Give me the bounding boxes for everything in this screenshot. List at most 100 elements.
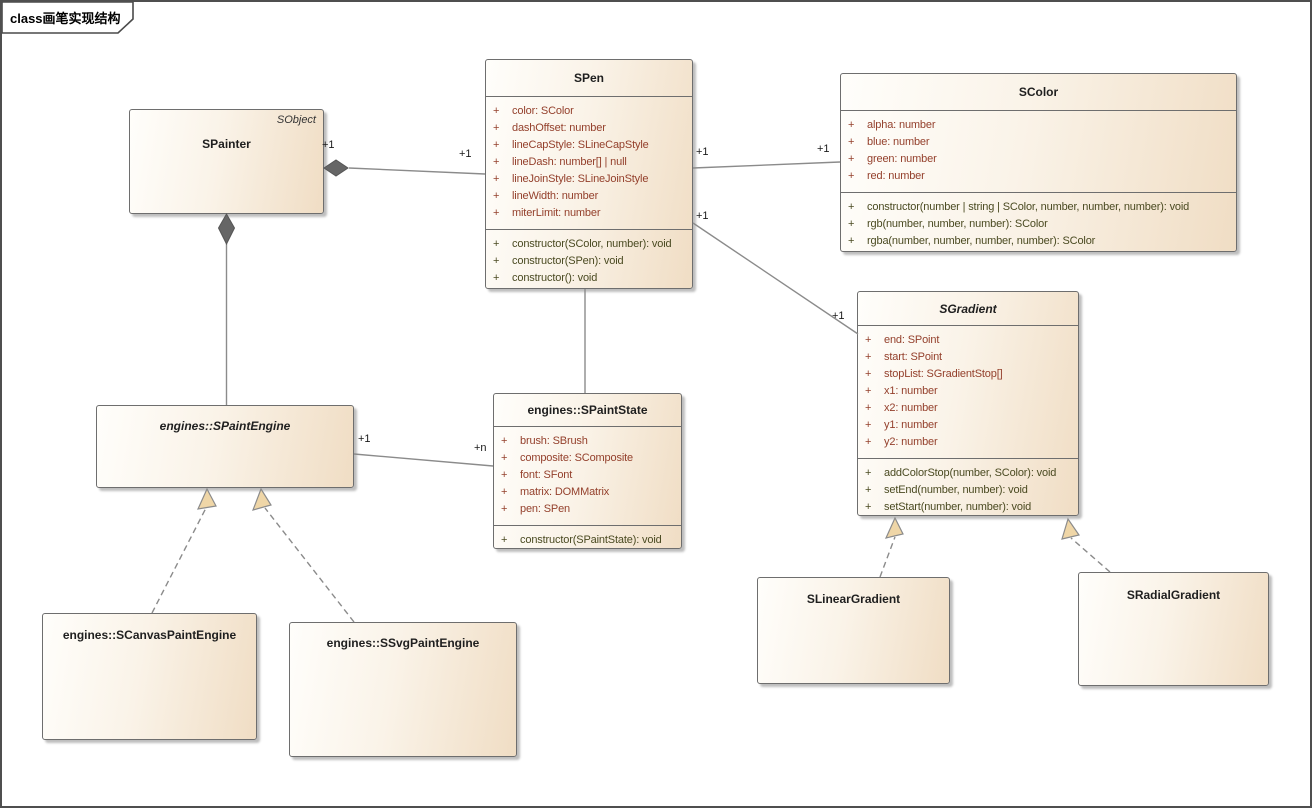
member-row: + composite: SComposite (494, 450, 681, 467)
class-box-scanvaspaintengine[interactable]: engines::SCanvasPaintEngine (42, 613, 257, 740)
composition-diamond-spainter-spen (323, 159, 349, 177)
visibility-marker: + (865, 351, 872, 363)
member-row: +addColorStop(number, SColor): void (858, 465, 1078, 482)
member-text: end: SPoint (884, 334, 940, 346)
visibility-marker: + (865, 467, 872, 479)
class-box-spaintstate[interactable]: engines::SPaintState +brush: SBrush+comp… (493, 393, 682, 549)
member-text: y1: number (884, 419, 938, 431)
member-text: matrix: DOMMatrix (520, 486, 610, 498)
member-text: lineCapStyle: SLineCapStyle (512, 139, 649, 151)
visibility-marker: + (493, 139, 500, 151)
visibility-marker: + (865, 334, 872, 346)
association-spen-scolor[interactable] (692, 161, 841, 169)
visibility-marker: + (501, 534, 508, 546)
visibility-marker: + (493, 122, 500, 134)
member-row: + end: SPoint (858, 332, 1078, 349)
visibility-marker: + (848, 136, 855, 148)
association-spainter-spen[interactable] (348, 167, 486, 175)
generalization-arrow-sradial (1061, 517, 1080, 540)
generalization-arrow-ssvg (252, 487, 272, 511)
member-row: +red: number (841, 168, 1236, 185)
member-row: +pen: SPen (494, 501, 681, 518)
member-row: + matrix: DOMMatrix (494, 484, 681, 501)
attributes-compartment: + end: SPoint + start: SPoint + stopList: SGr… (858, 326, 1078, 458)
member-text: green: number (867, 153, 937, 165)
class-box-slineargradient[interactable]: SLinearGradient (757, 577, 950, 684)
class-name-text: SColor (1018, 85, 1059, 99)
class-name-text: SGradient (939, 301, 997, 316)
member-row: +y2: number (858, 434, 1078, 451)
class-box-sradialgradient[interactable]: SRadialGradient (1078, 572, 1269, 686)
member-text: start: SPoint (884, 351, 942, 363)
member-text: constructor(number | string | SColor, nu… (867, 201, 1190, 213)
association-spaintengine-spaintstate[interactable] (353, 453, 494, 467)
member-text: lineDash: number[] | null (512, 156, 627, 168)
visibility-marker: + (848, 235, 855, 247)
multiplicity-label: +1 (459, 148, 472, 160)
generalization-ssvg-spaintengine[interactable] (264, 507, 355, 623)
member-row: +y1: number (858, 417, 1078, 434)
visibility-marker: + (501, 452, 508, 464)
class-box-scolor[interactable]: SColor +alpha: number + blue: number + green… (840, 73, 1237, 252)
member-row: + start: SPoint (858, 349, 1078, 366)
generalization-sradial-sgradient[interactable] (1070, 537, 1111, 573)
member-row: +lineWidth: number (486, 188, 692, 205)
class-name: engines::SSvgPaintEngine (326, 636, 480, 650)
class-name-text: SPen (573, 71, 604, 85)
class-box-spaintengine[interactable]: engines::SPaintEngine (96, 405, 354, 488)
member-row: + blue: number (841, 134, 1236, 151)
attributes-compartment: +color: SColor+dashOffset: number+lineCa… (486, 97, 692, 229)
member-row: +rgba(number, number, number, number): S… (841, 233, 1236, 250)
member-row: + green: number (841, 151, 1236, 168)
member-text: x2: number (884, 402, 938, 414)
generalization-slinear-sgradient[interactable] (879, 536, 896, 578)
member-row: +constructor(): void (486, 270, 692, 287)
multiplicity-label: +1 (358, 433, 371, 445)
member-row: + x2: number (858, 400, 1078, 417)
member-row: +setEnd(number, number): void (858, 482, 1078, 499)
member-row: +brush: SBrush (494, 433, 681, 450)
class-box-sgradient[interactable]: SGradient + end: SPoint + start: SPoint + sto… (857, 291, 1079, 516)
class-name: SGradient (858, 292, 1078, 326)
multiplicity-label: +n (474, 442, 487, 454)
parent-tag: SObject (276, 114, 316, 126)
member-text: font: SFont (520, 469, 573, 481)
member-text: brush: SBrush (520, 435, 588, 447)
visibility-marker: + (501, 486, 508, 498)
class-box-ssvgpaintengine[interactable]: engines::SSvgPaintEngine (289, 622, 517, 757)
member-text: stopList: SGradientStop[] (884, 368, 1003, 380)
methods-compartment: +addColorStop(number, SColor): void+setE… (858, 458, 1078, 515)
visibility-marker: + (865, 368, 872, 380)
member-text: blue: number (867, 136, 930, 148)
visibility-marker: + (493, 173, 500, 185)
class-box-spainter[interactable]: SObject SPainter (129, 109, 324, 214)
member-row: +lineDash: number[] | null (486, 154, 692, 171)
member-text: constructor(SPaintState): void (520, 534, 662, 546)
class-name: SPen (486, 60, 692, 97)
member-row: + font: SFont (494, 467, 681, 484)
visibility-marker: + (865, 385, 872, 397)
member-text: miterLimit: number (512, 207, 601, 219)
visibility-marker: + (865, 402, 872, 414)
member-row: + constructor(SPaintState): void (494, 532, 681, 548)
member-row: +dashOffset: number (486, 120, 692, 137)
visibility-marker: + (493, 207, 500, 219)
visibility-marker: + (501, 469, 508, 481)
member-text: lineJoinStyle: SLineJoinStyle (512, 173, 649, 185)
class-name: SLinearGradient (806, 592, 901, 606)
visibility-marker: + (848, 218, 855, 230)
member-row: +rgb(number, number, number): SColor (841, 216, 1236, 233)
visibility-marker: + (865, 501, 872, 513)
class-name-text: engines::SPaintState (527, 403, 648, 417)
generalization-scanvas-spaintengine[interactable] (151, 507, 207, 614)
visibility-marker: + (848, 153, 855, 165)
member-row: +alpha: number (841, 117, 1236, 134)
class-name: SRadialGradient (1126, 588, 1221, 602)
class-name: SColor (841, 74, 1236, 111)
multiplicity-label: +1 (322, 139, 335, 151)
member-text: composite: SComposite (520, 452, 634, 464)
member-text: lineWidth: number (512, 190, 599, 202)
class-box-spen[interactable]: SPen +color: SColor+dashOffset: number+l… (485, 59, 693, 289)
attributes-compartment: +brush: SBrush+composite: SComposite+fon… (494, 427, 681, 525)
